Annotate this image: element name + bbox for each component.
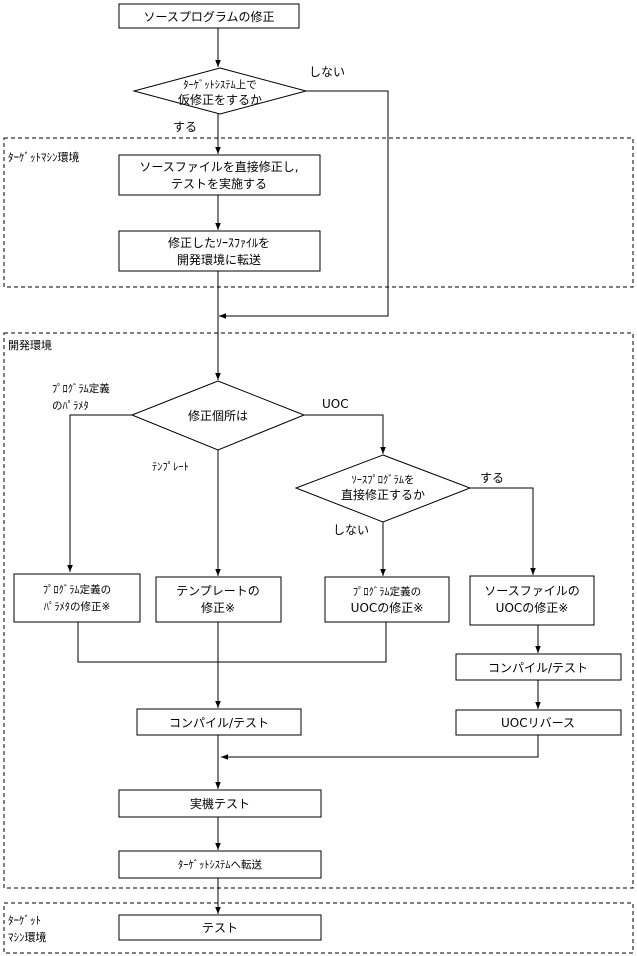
- node-fix-src-uoc-text-2: UOCの修正※: [496, 600, 569, 615]
- node-decide-location-text: 修正個所は: [188, 408, 248, 423]
- zone-label-target-bottom-1: ﾀｰｹﾞｯﾄ: [8, 914, 41, 927]
- node-decide-direct-text-1: ｿｰｽﾌﾟﾛｸﾞﾗﾑを: [352, 474, 415, 486]
- node-real-test: [118, 789, 322, 818]
- edge-label-template: ﾃﾝﾌﾟﾚｰﾄ: [152, 461, 189, 473]
- edge-to-uoc-decision: [304, 414, 386, 454]
- node-final-test: [118, 914, 322, 941]
- node-final-test-text: テスト: [202, 921, 238, 935]
- edge-label-uoc: UOC: [322, 397, 349, 411]
- node-transfer-to-dev-text-2: 開発環境に転送: [177, 252, 261, 267]
- edge-reverse-to-main: [221, 735, 539, 760]
- node-fix-src-uoc: [469, 575, 595, 626]
- node-decide-location: [130, 380, 306, 451]
- zone-target-machine-bottom: [3, 902, 634, 954]
- node-fix-template-text-1: テンプレートの: [176, 584, 260, 598]
- edge-label-params-2: のﾊﾟﾗﾒﾀ: [52, 400, 89, 412]
- node-direct-modify-test-text-1: ソースファイルを直接修正し,: [139, 159, 298, 174]
- node-fix-prog-uoc: [324, 576, 450, 623]
- edge-yes-direct: [470, 487, 536, 575]
- node-fix-prog-uoc-text-1: ﾌﾟﾛｸﾞﾗﾑ定義の: [353, 585, 421, 598]
- node-transfer-to-target-text: ﾀｰｹﾞｯﾄｼｽﾃﾑへ転送: [178, 858, 262, 871]
- node-direct-modify-test: [118, 154, 321, 196]
- zone-target-machine-top: [3, 137, 634, 288]
- node-transfer-to-dev: [118, 230, 321, 272]
- node-fix-params-text-1: ﾌﾟﾛｸﾞﾗﾑ定義の: [43, 583, 111, 596]
- node-decide-target-text-1: ﾀｰｹﾞｯﾄｼｽﾃﾑ上で: [183, 79, 257, 91]
- edge-label-yes-direct: する: [480, 471, 504, 485]
- node-decide-target-text-2: 仮修正をするか: [178, 92, 262, 107]
- node-uoc-reverse-text: UOCリバース: [501, 716, 575, 730]
- node-modify-source-text: ソースプログラムの修正: [143, 9, 274, 24]
- edge-label-yes-top: する: [173, 120, 197, 134]
- node-direct-modify-test-text-2: テストを実施する: [171, 176, 267, 191]
- edge-merge-fixes: [77, 622, 387, 663]
- edge-no-skip-target: [219, 90, 389, 319]
- node-compile-test-main-text: コンパイル/テスト: [169, 716, 269, 730]
- node-fix-params: [13, 573, 141, 623]
- node-compile-test-right: [455, 653, 622, 681]
- node-transfer-to-target: [118, 850, 322, 879]
- node-fix-template-text-2: 修正※: [201, 600, 235, 615]
- node-real-test-text: 実機テスト: [190, 796, 250, 811]
- node-compile-test-right-text: コンパイル/テスト: [488, 661, 588, 675]
- node-compile-test-main: [136, 708, 302, 736]
- edge-label-no-top: しない: [309, 65, 345, 79]
- node-fix-src-uoc-text-1: ソースファイルの: [484, 584, 579, 598]
- edge-to-params: [67, 414, 132, 572]
- node-decide-direct: [294, 454, 472, 523]
- node-decide-target: [132, 67, 308, 115]
- node-transfer-to-dev-text-1: 修正したｿｰｽﾌｧｲﾙを: [168, 235, 270, 250]
- edge-label-params-1: ﾌﾟﾛｸﾞﾗﾑ定義: [52, 382, 110, 395]
- zone-label-target-bottom-2: ﾏｼﾝ環境: [8, 930, 47, 944]
- node-fix-template: [155, 576, 282, 623]
- zone-label-target-top: ﾀｰｹﾞｯﾄﾏｼﾝ環境: [8, 150, 80, 164]
- node-fix-prog-uoc-text-2: UOCの修正※: [351, 600, 424, 615]
- edge-label-no-direct: しない: [333, 523, 369, 537]
- node-decide-direct-text-2: 直接修正するか: [341, 487, 425, 502]
- node-uoc-reverse: [455, 709, 622, 736]
- node-modify-source: [118, 3, 300, 29]
- zone-dev-environment: [3, 332, 634, 889]
- zone-label-dev: 開発環境: [8, 338, 52, 352]
- node-fix-params-text-2: ﾊﾟﾗﾒﾀの修正※: [44, 600, 111, 613]
